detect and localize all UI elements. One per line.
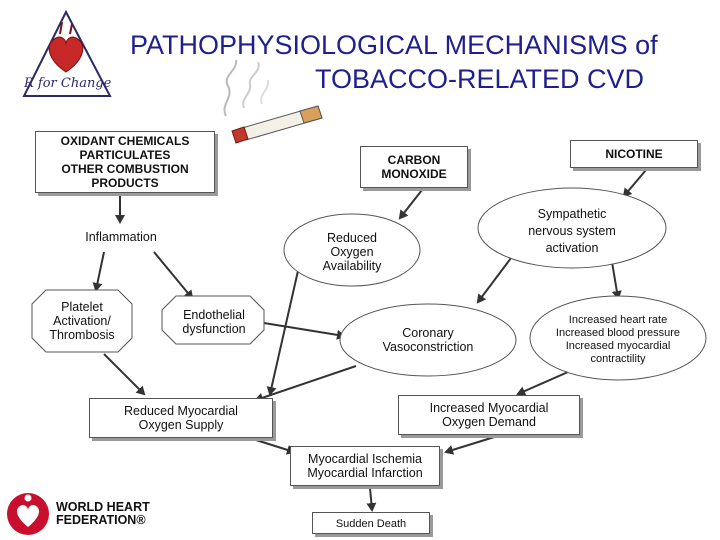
reduced-oxygen-line-1: Reduced [326,231,378,245]
reduced-oxygen-oval [283,213,421,287]
inflammation-label: Inflammation [48,230,194,244]
ischemia-line-1: Myocardial Ischemia [308,452,422,466]
platelet-line-1: Platelet [61,300,103,314]
increased-demand-box: Increased Myocardial Oxygen Demand [398,395,580,435]
reduced-supply-box: Reduced Myocardial Oxygen Supply [89,398,273,438]
coronary-oval [339,303,517,377]
nicotine-label: NICOTINE [605,147,663,161]
endothelial-line-1: Endothelial [183,308,245,322]
endothelial-octagon [161,295,265,345]
arrow-nicotine-to-sympathetic [622,169,647,198]
increased-effects-label: Increased heart rate Increased blood pre… [536,314,700,366]
arrow-endothelial-to-coronary [263,322,346,340]
arrow-coronary-to-supply [254,365,357,403]
carbon-monoxide-line-2: MONOXIDE [381,167,447,181]
increased-demand-line-2: Oxygen Demand [442,415,536,429]
cigarette-icon [223,59,323,144]
arrow-sympathetic-to-increased-effects [611,261,622,300]
arrow-ischemia-to-sudden-death [366,487,377,512]
reduced-oxygen-line-2: Oxygen [330,245,374,259]
heart-triangle-logo-icon [22,9,112,97]
rx-for-change-logo-text: R for Change [24,76,112,91]
arrow-supply-to-ischemia [255,439,296,455]
increased-effects-oval [529,295,707,381]
reduced-supply-line-2: Oxygen Supply [138,418,224,432]
increased-effects-line-4: contractility [590,353,646,365]
carbon-monoxide-line-1: CARBON [387,153,441,167]
sympathetic-oval [477,187,667,269]
platelet-octagon [31,289,133,353]
title-line-1: PATHOPHYSIOLOGICAL MECHANISMS of [130,30,658,60]
page-title: PATHOPHYSIOLOGICAL MECHANISMS of TOBACCO… [130,28,690,96]
sympathetic-label: Sympathetic nervous system activation [500,206,644,257]
oxidant-line-1: OXIDANT CHEMICALS [60,134,190,148]
ischemia-line-2: Myocardial Infarction [307,466,423,480]
sympathetic-line-2: nervous system [528,224,616,238]
coronary-line-1: Coronary [402,326,454,340]
increased-effects-line-1: Increased heart rate [568,314,668,326]
increased-demand-line-1: Increased Myocardial [429,401,549,415]
reduced-oxygen-label: Reduced Oxygen Availability [290,231,414,273]
oxidant-line-2: PARTICULATES [79,148,171,162]
heart-figure-logo-icon [7,493,49,535]
whf-line-2: FEDERATION® [56,513,146,527]
carbon-monoxide-box: CARBON MONOXIDE [360,146,468,188]
oxidant-line-4: PRODUCTS [91,176,159,190]
coronary-line-2: Vasoconstriction [382,340,474,354]
platelet-line-2: Activation/ [53,314,111,328]
platelet-label: Platelet Activation/ Thrombosis [32,300,132,342]
arrow-carbon-monoxide-to-reduced-oxygen [398,189,423,220]
sudden-death-label: Sudden Death [335,518,407,530]
increased-effects-line-3: Increased myocardial [565,340,671,352]
world-heart-federation-logo: WORLD HEART FEDERATION® [56,501,150,527]
reduced-supply-line-1: Reduced Myocardial [124,404,238,418]
endothelial-label: Endothelial dysfunction [164,308,264,336]
reduced-oxygen-line-3: Availability [322,259,382,273]
inflammation-text: Inflammation [85,230,157,244]
coronary-label: Coronary Vasoconstriction [350,326,506,354]
endothelial-line-2: dysfunction [182,322,246,336]
arrow-platelet-to-supply [103,353,146,396]
oxidant-chemicals-box: OXIDANT CHEMICALS PARTICULATES OTHER COM… [35,131,215,193]
platelet-line-3: Thrombosis [49,328,115,342]
sympathetic-line-1: Sympathetic [537,207,607,221]
arrow-inflammation-to-platelet [92,251,105,292]
sympathetic-line-3: activation [545,241,599,255]
ischemia-box: Myocardial Ischemia Myocardial Infarctio… [290,446,440,486]
arrow-reduced-oxygen-to-supply [266,261,301,396]
arrow-inflammation-to-endothelial [153,251,194,300]
title-line-2: TOBACCO-RELATED CVD [314,64,644,94]
arrow-increased-effects-to-demand [516,371,569,396]
sudden-death-box: Sudden Death [312,512,430,534]
oxidant-line-3: OTHER COMBUSTION [61,162,189,176]
arrow-demand-to-ischemia [444,433,505,455]
increased-effects-line-2: Increased blood pressure [555,327,681,339]
nicotine-box: NICOTINE [570,140,698,168]
whf-line-1: WORLD HEART [56,500,150,514]
